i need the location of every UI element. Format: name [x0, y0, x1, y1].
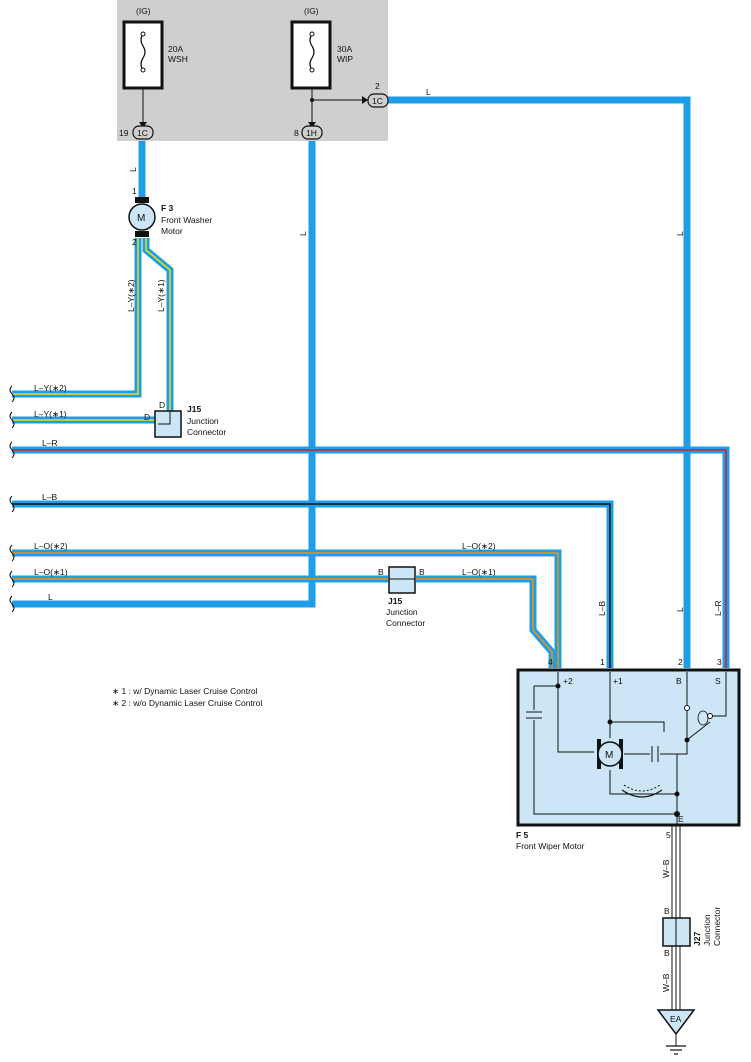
wire-fuse-down-L [12, 141, 316, 608]
wire-label-top-right: L [426, 87, 431, 97]
wire-label-fuse-right-down: L [675, 231, 685, 236]
j27-name-1: Junction [702, 914, 712, 946]
fuse-2-source: (IG) [304, 6, 319, 16]
j15-top-pin-left: D [144, 412, 150, 422]
fuse-wip [290, 20, 368, 122]
connector-1c-side: 1C 2 [367, 81, 389, 108]
fuse-1-name: WSH [168, 54, 188, 64]
wiper-pin-4: 4 [548, 657, 553, 667]
wire-label-washer-top: L [128, 167, 138, 172]
fuse-2-name: WIP [337, 54, 353, 64]
lr-wire [12, 446, 730, 668]
j15-top-pin-top: D [159, 400, 165, 410]
washer-motor: M 1 2 F 3 Front Washer Motor [128, 186, 212, 247]
j15-top-name-2: Connector [187, 427, 226, 437]
j15-mid-pin-left: B [378, 567, 384, 577]
wire-label-washer-left: L–Y(∗2) [126, 279, 136, 312]
wiper-pin-1: 1 [600, 657, 605, 667]
j15-mid-code: J15 [388, 596, 402, 606]
fuse-2-rating: 30A [337, 44, 352, 54]
wiper-motor: 4 1 2 3 +2 +1 B S E 5 [516, 657, 741, 851]
svg-text:1H: 1H [306, 128, 317, 138]
j15-mid-name-1: Junction [386, 607, 418, 617]
ground-ea: EA [656, 1009, 696, 1055]
ly-wires [12, 238, 174, 428]
washer-motor-symbol: M [137, 213, 145, 224]
wire-break-markers [9, 385, 15, 613]
lo-wires [12, 549, 562, 668]
wiper-motor-name: Front Wiper Motor [516, 841, 585, 851]
washer-pin-2: 2 [132, 237, 137, 247]
wiper-pin-2: 2 [678, 657, 683, 667]
connector-1h-bottom: 1H 8 [294, 122, 323, 140]
wire-label-l: L [48, 592, 53, 602]
connector-1c-bottom: 1C 19 [119, 122, 154, 140]
washer-pin-1: 1 [132, 186, 137, 196]
junction-j27: B B J27 Junction Connector [662, 906, 722, 958]
wire-label-mid-lo2: L–O(∗2) [462, 541, 496, 551]
blue-wires [12, 96, 691, 668]
note-1: ∗ 1 : w/ Dynamic Laser Cruise Control [112, 686, 258, 696]
j15-top-code: J15 [187, 404, 201, 414]
wire-label-washer-right: L–Y(∗1) [156, 279, 166, 312]
note-2: ∗ 2 : w/o Dynamic Laser Cruise Control [112, 698, 262, 708]
washer-motor-code: F 3 [161, 203, 174, 213]
svg-text:1C: 1C [137, 128, 148, 138]
wire-label-ground-2: W–B [661, 973, 671, 992]
wiper-motor-code: F 5 [516, 830, 529, 840]
j27-code: J27 [692, 932, 702, 946]
wiper-term-plus1: +1 [613, 676, 623, 686]
wiper-term-e: E [678, 814, 684, 824]
wire-label-down-lr: L–R [713, 600, 723, 616]
j27-pin-bottom: B [664, 948, 670, 958]
junction-j15-top: D D J15 Junction Connector [144, 400, 226, 438]
wire-label-lo1: L–O(∗1) [34, 567, 68, 577]
wiper-pin-3: 3 [717, 657, 722, 667]
j27-name-2: Connector [712, 907, 722, 946]
pin-8: 8 [294, 128, 299, 138]
pin-2: 2 [375, 81, 380, 91]
fuse-wsh [122, 20, 164, 122]
wiper-term-b: B [676, 676, 682, 686]
wire-label-ly2: L–Y(∗2) [34, 383, 67, 393]
wire-label-lb: L–B [42, 492, 57, 502]
wiper-pin-5: 5 [666, 830, 671, 840]
wire-label-ly1: L–Y(∗1) [34, 409, 67, 419]
wiper-motor-symbol: M [605, 750, 613, 761]
washer-motor-name-1: Front Washer [161, 215, 212, 225]
svg-text:1C: 1C [372, 96, 383, 106]
j15-mid-name-2: Connector [386, 618, 425, 628]
ground-code: EA [670, 1014, 682, 1024]
fuse-1-rating: 20A [168, 44, 183, 54]
j27-pin-top: B [664, 906, 670, 916]
wire-label-down-lb: L–B [597, 601, 607, 616]
fuse-1-source: (IG) [136, 6, 151, 16]
junction-j15-mid: B B J15 Junction Connector [378, 566, 425, 628]
pin-19: 19 [119, 128, 129, 138]
wiper-term-plus2: +2 [563, 676, 573, 686]
j15-top-name-1: Junction [187, 416, 219, 426]
j15-mid-pin-right: B [419, 567, 425, 577]
wire-label-ground-1: W–B [661, 859, 671, 878]
wire-label-lr: L–R [42, 438, 58, 448]
wire-label-mid-lo1: L–O(∗1) [462, 567, 496, 577]
wire-top-right-L [387, 96, 691, 668]
wire-label-lo2: L–O(∗2) [34, 541, 68, 551]
lb-wire [12, 500, 614, 668]
washer-motor-name-2: Motor [161, 226, 183, 236]
wire-label-down-l: L [675, 607, 685, 612]
wire-label-fuse-down: L [298, 231, 308, 236]
wiper-term-s: S [715, 676, 721, 686]
